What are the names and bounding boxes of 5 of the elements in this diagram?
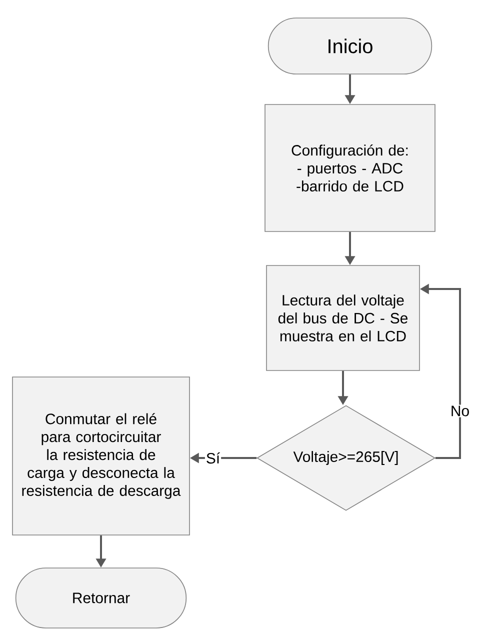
process-box: Configuración de: - puertos - ADC -barrido de LCD xyxy=(264,104,436,232)
edge-label: Sí xyxy=(204,451,222,465)
process-box: Lectura del voltaje del bus de DC - Se muestra en el LCD xyxy=(266,265,420,371)
edge-label: No xyxy=(449,404,471,418)
process-box: Conmutar el relé para cortocircuitar la resistencia de carga y desconecta la resistencia de descarga xyxy=(12,376,190,536)
